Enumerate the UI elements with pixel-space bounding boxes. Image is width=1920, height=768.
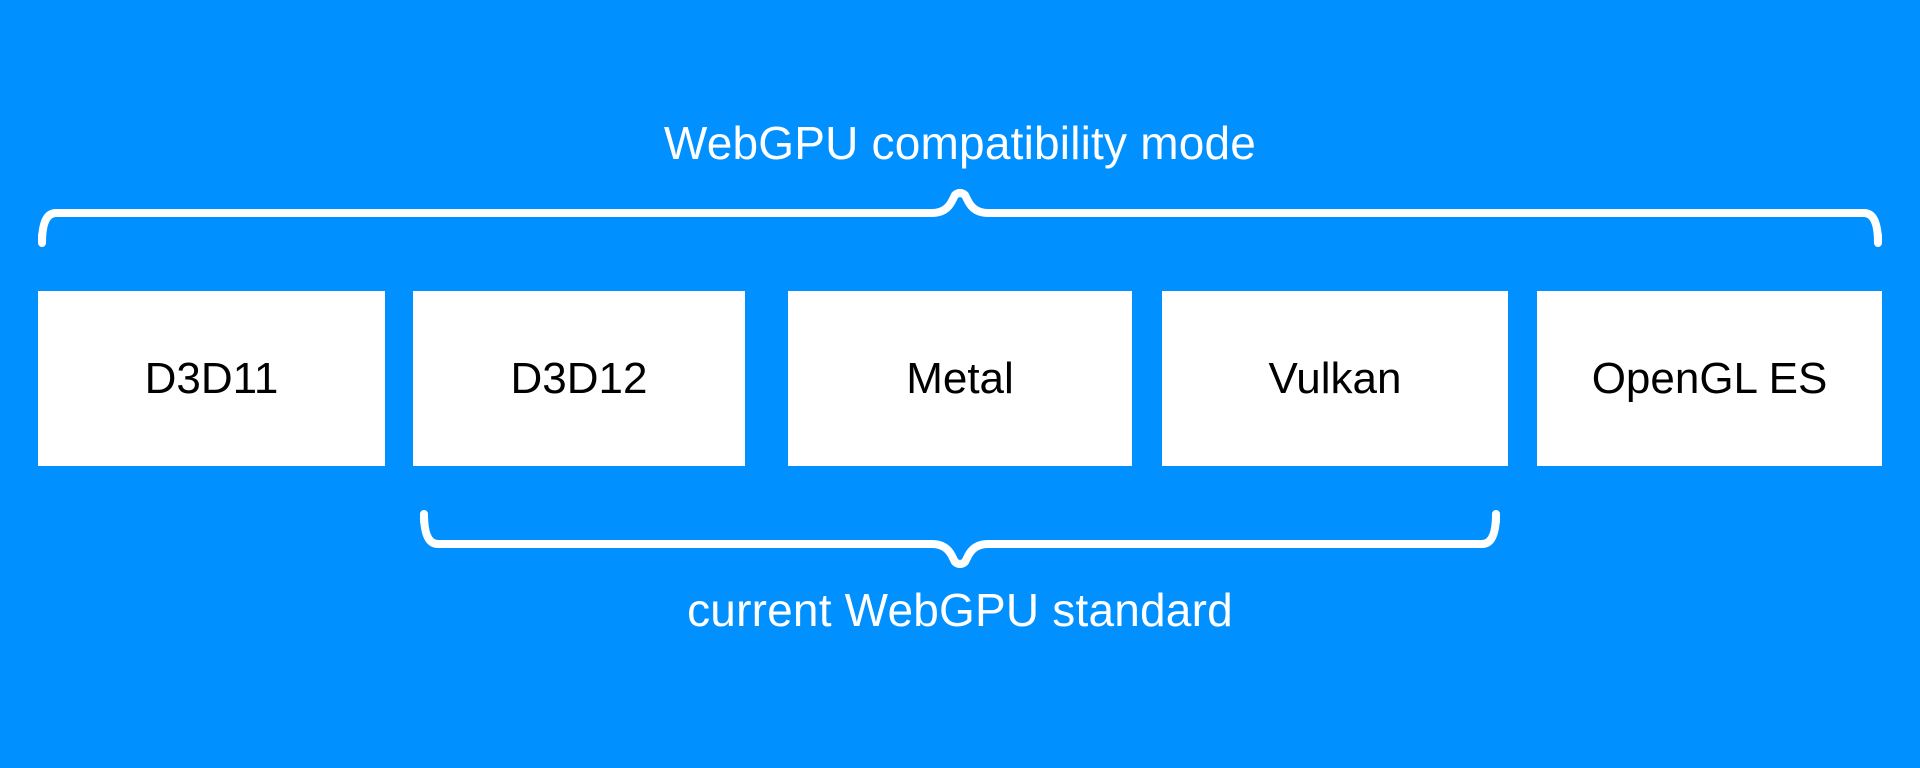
- api-box-d3d11[interactable]: D3D11: [38, 291, 385, 466]
- api-box-label: D3D12: [510, 353, 648, 403]
- bottom-brace-path: [420, 510, 1500, 568]
- api-box-vulkan[interactable]: Vulkan: [1162, 291, 1508, 466]
- api-box-label: Metal: [906, 353, 1014, 403]
- api-box-label: D3D11: [144, 353, 279, 403]
- bottom-brace-label: current WebGPU standard: [687, 584, 1233, 636]
- api-box-opengl-es[interactable]: OpenGL ES: [1537, 291, 1882, 466]
- api-box-d3d12[interactable]: D3D12: [413, 291, 745, 466]
- api-boxes-row: D3D11 D3D12 Metal Vulkan OpenGL ES: [0, 291, 1920, 466]
- top-brace-path: [38, 189, 1882, 247]
- top-brace-label: WebGPU compatibility mode: [663, 117, 1257, 169]
- api-box-label: OpenGL ES: [1591, 353, 1828, 403]
- api-box-metal[interactable]: Metal: [788, 291, 1132, 466]
- api-box-label: Vulkan: [1268, 353, 1402, 403]
